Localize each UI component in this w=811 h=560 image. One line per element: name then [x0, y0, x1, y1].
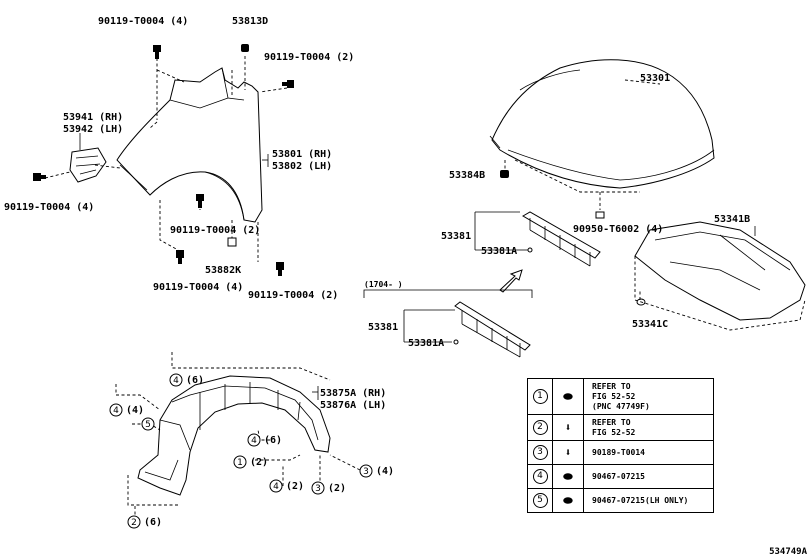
callout-3[interactable]: 3 (4) [359, 464, 394, 478]
liner-lh-label: 53876A (LH) [320, 400, 386, 411]
clip-icon: ⬬ [552, 464, 584, 489]
svg-text:5: 5 [145, 420, 151, 430]
arrow-icon [499, 269, 523, 293]
callout-2[interactable]: 2 (6) [127, 515, 162, 529]
bolt-label: 90119-T0004 (2) [248, 290, 338, 301]
svg-text:(6): (6) [186, 375, 204, 386]
svg-text:3: 3 [363, 467, 369, 477]
clip-icon[interactable] [241, 44, 249, 52]
clip-icon: ⬬ [552, 378, 584, 415]
callout-4[interactable]: 4 (6) [169, 373, 204, 387]
screw-icon: ⬇ [552, 440, 584, 465]
bolt-label: 90119-T0004 (4) [4, 202, 94, 213]
legend-text: FIG 52-52 [592, 427, 636, 437]
callout-4[interactable]: 4 (2) [269, 479, 304, 493]
bolt-icon[interactable] [276, 262, 284, 276]
svg-text:(2): (2) [250, 457, 268, 468]
bolt-label: 90119-T0004 (4) [153, 282, 243, 293]
front-fender-panel[interactable] [116, 67, 263, 223]
legend-row[interactable]: 3 ⬇ 90189-T0014 [527, 440, 714, 465]
fender-group: 90119-T0004 (4) 53813D 90119-T0004 (2) 5… [4, 16, 354, 301]
catalog-code: 534749A [769, 547, 807, 557]
svg-text:3: 3 [315, 484, 321, 494]
fastener-legend-table: 1 ⬬ REFER TO FIG 52-52 (PNC 47749F) 2 ⬇ … [527, 378, 714, 513]
date-range-label: (1704- ) [364, 280, 403, 289]
bolt-icon[interactable] [282, 80, 294, 88]
bumper-label: 53384B [449, 170, 485, 181]
legend-row[interactable]: 2 ⬇ REFER TO FIG 52-52 [527, 414, 714, 441]
callout-number: 1 [532, 389, 548, 404]
bolt-label: 90119-T0004 (2) [264, 52, 354, 63]
svg-text:(4): (4) [126, 405, 144, 416]
callout-3[interactable]: 3 (2) [311, 481, 346, 495]
callout-5[interactable]: 5 [141, 417, 155, 431]
svg-text:(2): (2) [286, 481, 304, 492]
seal-clip-label: 53381A [481, 246, 517, 257]
washer-label: 53882K [205, 265, 241, 276]
insulator-label: 53341B [714, 214, 750, 225]
svg-text:2: 2 [131, 518, 137, 528]
legend-text: 90467-07215(LH ONLY) [592, 495, 689, 505]
legend-text: 90189-T0014 [592, 447, 645, 457]
svg-text:1: 1 [237, 458, 243, 468]
bumper-icon[interactable] [500, 170, 509, 178]
bolt-icon[interactable] [153, 45, 161, 59]
bracket-lh-label: 53942 (LH) [63, 124, 123, 135]
seal-clip-alt-label: 53381A [408, 338, 444, 349]
callout-number: 2 [532, 420, 548, 435]
fender-liner[interactable] [137, 375, 331, 496]
insulator-clip-label: 53341C [632, 319, 668, 330]
clip-icon: ⬬ [552, 488, 584, 513]
liner-rh-label: 53875A (RH) [320, 388, 386, 399]
seal-bolt-label: 90950-T6002 (4) [573, 224, 663, 235]
fender-rh-label: 53801 (RH) [272, 149, 332, 160]
svg-text:4: 4 [173, 376, 179, 386]
bolt-icon[interactable] [196, 194, 204, 208]
legend-text: REFER TO [592, 417, 631, 427]
callout-number: 4 [532, 469, 548, 484]
fender-lh-label: 53802 (LH) [272, 161, 332, 172]
bolt-icon[interactable] [595, 211, 605, 219]
svg-text:(4): (4) [376, 466, 394, 477]
svg-text:4: 4 [251, 436, 257, 446]
legend-text: REFER TO [592, 381, 631, 391]
svg-text:4: 4 [273, 482, 279, 492]
legend-text: (PNC 47749F) [592, 401, 650, 411]
callout-number: 3 [532, 445, 548, 460]
svg-text:(6): (6) [264, 435, 282, 446]
legend-row[interactable]: 5 ⬬ 90467-07215(LH ONLY) [527, 488, 714, 513]
bolt-icon[interactable] [176, 250, 184, 264]
clip-icon[interactable] [636, 298, 646, 306]
bracket-rh-label: 53941 (RH) [63, 112, 123, 123]
bolt-label: 90119-T0004 (2) [170, 225, 260, 236]
svg-text:(6): (6) [144, 517, 162, 528]
fender-bracket[interactable] [69, 147, 107, 183]
hood-insulator[interactable] [634, 221, 806, 321]
bolt-label: 90119-T0004 (4) [98, 16, 188, 27]
bolt-icon[interactable] [33, 173, 46, 181]
washer-icon[interactable] [227, 237, 237, 247]
hood-seal-alt[interactable] [454, 301, 531, 358]
hood-group: 53301 53384B 53381 53381A 90950-T6002 (4… [363, 59, 806, 358]
legend-row[interactable]: 4 ⬬ 90467-07215 [527, 464, 714, 489]
callout-4[interactable]: 4 (6) [247, 433, 282, 447]
legend-text: FIG 52-52 [592, 391, 636, 401]
screw-icon: ⬇ [552, 414, 584, 441]
legend-row[interactable]: 1 ⬬ REFER TO FIG 52-52 (PNC 47749F) [527, 378, 714, 415]
hood-label: 53301 [640, 73, 670, 84]
hood-seal[interactable] [522, 211, 601, 267]
legend-text: 90467-07215 [592, 471, 645, 481]
hood-panel[interactable] [491, 59, 715, 189]
clip-label: 53813D [232, 16, 268, 27]
seal-alt-label: 53381 [368, 322, 398, 333]
callout-number: 5 [532, 493, 548, 508]
callout-4[interactable]: 4 (4) [109, 403, 144, 417]
svg-text:4: 4 [113, 406, 119, 416]
seal-label: 53381 [441, 231, 471, 242]
svg-text:(2): (2) [328, 483, 346, 494]
liner-group: 4 (6) 4 (4) 5 4 (6) 1 (2) 3 (4) [109, 352, 394, 529]
callout-1[interactable]: 1 (2) [233, 455, 268, 469]
